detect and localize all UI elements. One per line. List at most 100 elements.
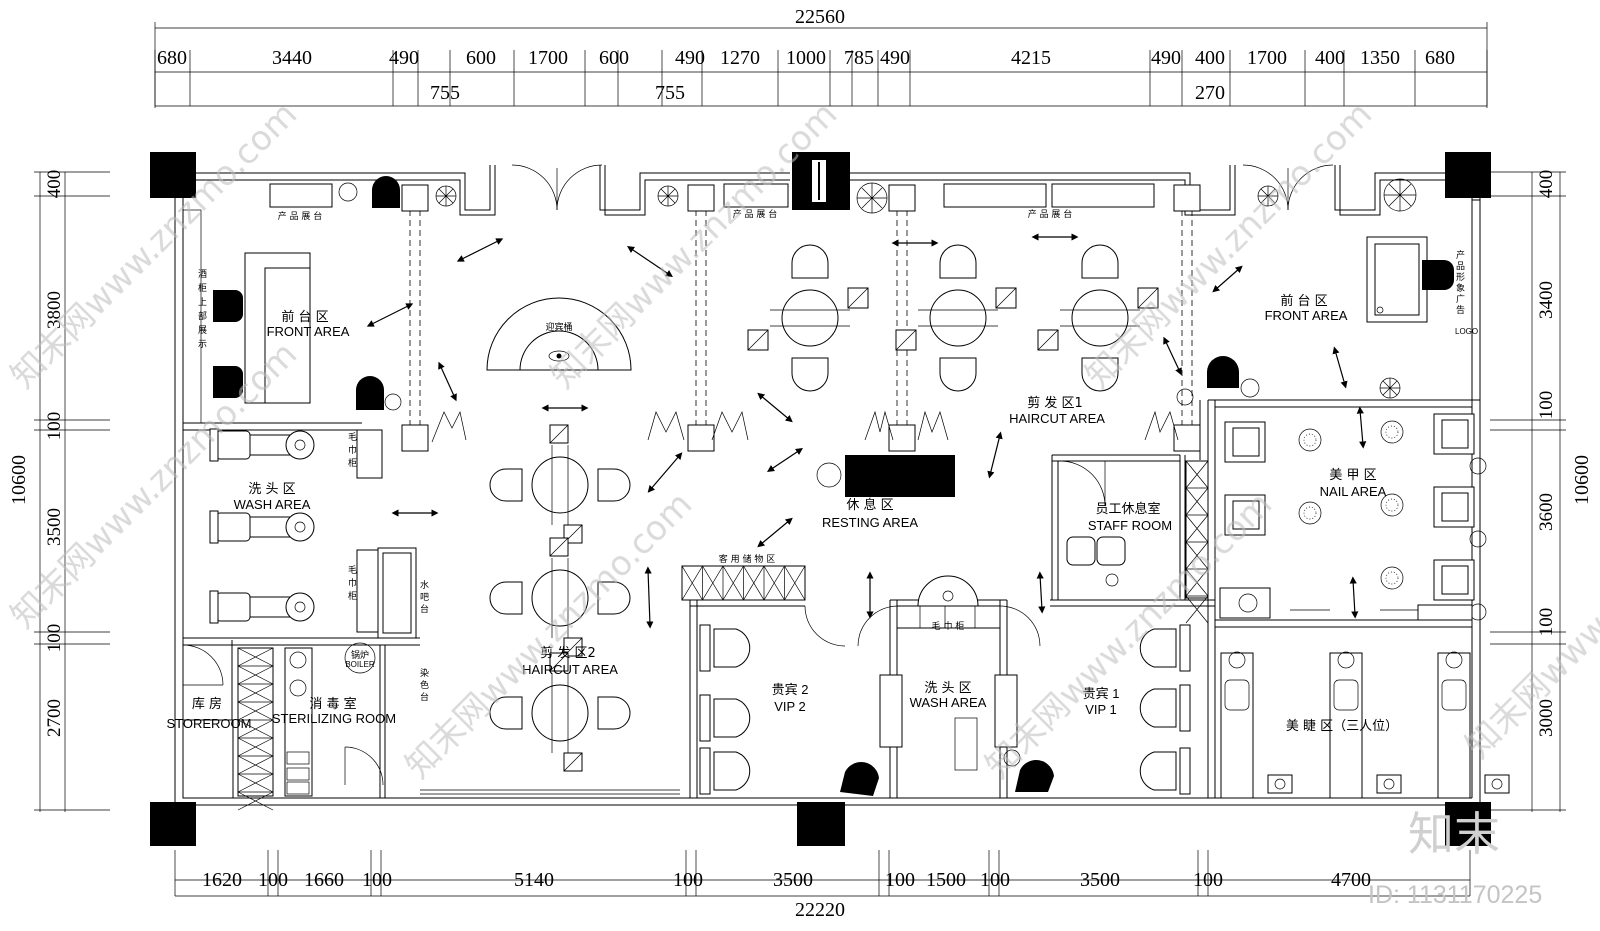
bar-counter-label: 水吧台 [420,579,429,615]
flow-arrow [627,245,673,278]
vip-chair [1139,747,1191,795]
right-dim-3: 3600 [1536,493,1557,531]
front-desk-left [182,176,402,424]
towel-cabinet-label-1: 毛巾柜 [348,431,357,469]
product-display-counters [269,183,1155,208]
bottom-window [420,789,680,795]
flow-arrow [438,361,457,402]
resting-area-en: RESTING AREA [822,515,918,530]
wash-area-2-cn: 洗 头 区 [924,681,971,696]
top-sub-dim-1: 755 [655,82,685,104]
lash-bed [1437,651,1510,799]
right-dim-0: 400 [1536,170,1557,199]
left-dim-0: 400 [44,170,65,199]
bottom-dim-1: 100 [258,869,288,891]
haircut-stations-top [747,244,1159,392]
bottom-dim-0: 1620 [202,869,242,891]
flow-arrow [1036,571,1046,614]
top-sub-dim-2: 270 [1195,82,1225,104]
top-dim-1: 3440 [272,47,312,69]
top-dim-17: 680 [1425,47,1455,69]
boiler-cn: 锅炉 [351,649,369,661]
bottom-dim-5: 100 [673,869,703,891]
top-dim-7: 1270 [720,47,760,69]
flow-arrow [647,452,683,493]
haircut-station [895,244,1017,392]
bottom-dim-6: 3500 [773,869,813,891]
towel-cabinet-center: 毛 巾 柜 [932,620,965,632]
front-desk-right [1207,199,1481,401]
dye-counter-label: 染色台 [420,667,429,703]
lash-bed [1329,651,1402,799]
circulation-arrows [366,233,1367,629]
flow-arrow [1349,576,1359,619]
partition-posts [401,184,1201,452]
right-dim-1: 3400 [1536,281,1557,319]
nail-area-cn: 美 甲 区 [1329,468,1376,483]
flow-arrow [1212,265,1243,293]
vip1-cn: 贵宾 1 [1083,686,1120,701]
logo-label: LOGO [1455,327,1478,336]
top-dim-11: 4215 [1011,47,1051,69]
staff-room [1059,460,1209,624]
dimension-lines [34,22,1566,897]
left-dim-5: 2700 [44,699,65,737]
nail-chair [1224,421,1322,463]
product-display-label-2: 产 品 展 台 [733,208,778,220]
top-total-dimension: 22560 [795,6,845,28]
plant-icons [435,178,1417,399]
welcome-desk-label: 迎宾桶 [545,321,572,333]
haircut-area-1-cn: 剪 发 区1 [1027,395,1083,411]
staff-room-en: STAFF ROOM [1088,518,1172,533]
vip-chair [1139,624,1191,672]
towel-cabinet-label-2: 毛巾柜 [348,564,357,602]
bottom-dim-10: 3500 [1080,869,1120,891]
vip1-en: VIP 1 [1085,702,1117,717]
flow-arrow [987,431,1003,479]
wash-chair [209,510,315,544]
bottom-dim-8: 1500 [926,869,966,891]
top-dim-5: 600 [599,47,629,69]
flow-arrow [767,448,803,472]
vip1-room [1139,624,1191,795]
top-dim-8: 1000 [786,47,826,69]
boiler-en: BOILER [345,660,375,669]
bottom-dim-12: 4700 [1331,869,1371,891]
watermark-7: 知末网www.znzmo.com [1458,464,1600,766]
right-total-dimension: 10600 [1571,455,1593,505]
flow-arrow [1332,346,1348,389]
wash-area-1-en: WASH AREA [234,497,311,512]
vip2-cn: 贵宾 2 [772,682,809,697]
left-dim-1: 3800 [44,291,65,329]
right-dim-2: 100 [1536,391,1557,420]
top-dim-2: 490 [389,47,419,69]
wash-chair [209,590,315,624]
lash-bed [1220,651,1293,799]
resting-area-sofa [816,388,1194,497]
bottom-dim-11: 100 [1193,869,1223,891]
staff-room-cn: 员工休息室 [1095,501,1160,517]
front-area-left-cn: 前 台 区 [281,309,328,325]
top-dim-12: 490 [1151,47,1181,69]
wash-chair [209,428,315,462]
top-dim-9: 785 [844,47,874,69]
flow-arrow [1163,336,1182,376]
bottom-dim-3: 100 [362,869,392,891]
vip-chair [699,624,751,672]
nail-area [1219,413,1487,621]
top-dim-0: 680 [157,47,187,69]
brand-watermark: 知末 [1408,807,1500,861]
wash-room-center [857,575,1054,792]
right-dim-5: 3000 [1536,699,1557,737]
sterilizing-room-en: STERILIZING ROOM [272,711,396,726]
front-area-right-en: FRONT AREA [1265,308,1348,323]
storeroom-en: STOREROOM [167,716,252,731]
nail-chair [1224,494,1322,536]
vip2-room [699,605,879,796]
vip-chair [1139,684,1191,732]
storeroom-cn: 库 房 [192,696,222,712]
haircut-station [489,424,631,544]
